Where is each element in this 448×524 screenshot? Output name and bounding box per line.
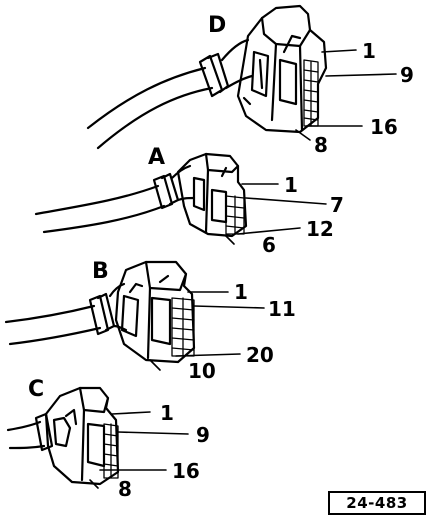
connector-b-pin-upper-right: 11 [268, 297, 296, 321]
pin-grid-b [171, 297, 195, 357]
connector-c [6, 386, 189, 489]
leaders-c [89, 411, 189, 489]
connector-c-pin-top: 1 [160, 401, 174, 425]
connector-a-letter: A [148, 145, 165, 170]
connector-b-pin-bottom: 10 [188, 359, 216, 383]
connector-a-pin-lower-right: 12 [306, 217, 334, 241]
pin-grid-c [103, 423, 119, 479]
connector-a-pin-top: 1 [284, 173, 298, 197]
connector-d-letter: D [208, 13, 226, 38]
connector-d-pin-top: 1 [362, 39, 376, 63]
cable-c [6, 412, 54, 452]
housing-b [114, 260, 196, 364]
connector-d [86, 4, 397, 150]
connector-b-pin-top: 1 [234, 280, 248, 304]
connector-b-letter: B [92, 259, 109, 284]
connector-a-pin-upper-right: 7 [330, 193, 344, 217]
connector-b-pin-lower-right: 20 [246, 343, 274, 367]
cable-b [4, 282, 128, 346]
connector-c-letter: C [28, 377, 44, 402]
connector-c-pin-upper-right: 9 [196, 423, 210, 447]
connector-c-pin-lower-right: 16 [172, 459, 200, 483]
leaders-a [225, 183, 327, 245]
cable-a [34, 164, 196, 234]
connector-a [34, 152, 327, 245]
connector-d-pin-upper-right: 9 [400, 63, 414, 87]
leaders-d [295, 49, 397, 141]
connector-d-pin-bottom: 8 [314, 133, 328, 157]
leaders-b [149, 291, 265, 371]
pin-grid-a [225, 195, 245, 235]
connector-d-pin-lower-right: 16 [370, 115, 398, 139]
housing-d [236, 4, 328, 134]
connector-b [4, 260, 265, 371]
cable-d [86, 38, 254, 150]
connector-a-pin-bottom: 6 [262, 233, 276, 257]
pin-grid-d [303, 59, 319, 127]
figure-reference-number: 24-483 [328, 491, 426, 515]
connector-c-pin-bottom: 8 [118, 477, 132, 501]
